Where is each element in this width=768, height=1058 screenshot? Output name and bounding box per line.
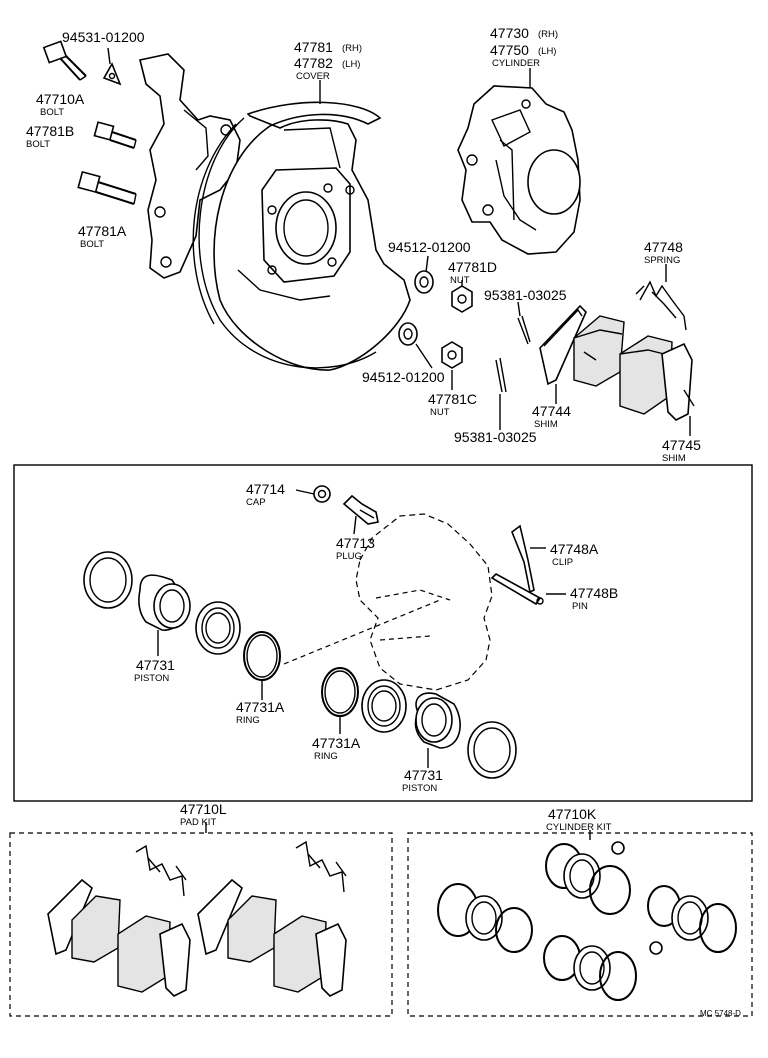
cylinder-assembly-frame [13, 464, 753, 802]
seal-right[interactable] [361, 679, 407, 733]
assembly-axis-line [283, 599, 441, 665]
part-labels: 94531-01200 47710A BOLT 47781B BOLT 4778… [26, 25, 741, 1018]
label-47731A-left: 47731A [236, 699, 285, 715]
label-47750-sub: CYLINDER [492, 58, 540, 69]
label-47731-right: 47731 [404, 767, 443, 783]
label-47745-sub: SHIM [662, 453, 686, 464]
label-47782: 47782 [294, 55, 333, 71]
label-47713-sub: PLUG [336, 551, 362, 562]
pad-kit-frame [9, 832, 393, 1017]
brake-pad-inner[interactable] [573, 315, 625, 387]
cylinder-kit-set[interactable] [437, 841, 737, 1001]
cotter-pin-95381-lower[interactable] [495, 357, 507, 393]
cylinder-kit-frame [407, 832, 753, 1017]
label-47781: 47781 [294, 39, 333, 55]
label-47745: 47745 [662, 437, 701, 453]
label-47714-sub: CAP [246, 497, 266, 508]
label-47781C-sub: NUT [430, 407, 450, 418]
ring-47731A-right[interactable] [321, 667, 359, 717]
label-47731A-left-sub: RING [236, 715, 260, 726]
label-47748: 47748 [644, 239, 683, 255]
label-47782-sub: COVER [296, 71, 330, 82]
piston-47731-left[interactable] [138, 574, 191, 631]
label-47781A: 47781A [78, 223, 127, 239]
cotter-pin-95381-upper[interactable] [517, 315, 531, 345]
label-47748A-sub: CLIP [552, 557, 573, 568]
label-94531-01200: 94531-01200 [62, 29, 145, 45]
washer-94512-01200-upper[interactable] [414, 270, 434, 294]
label-47748-sub: SPRING [644, 255, 680, 266]
bolt-47710A[interactable] [42, 40, 87, 81]
piston-47731-right[interactable] [414, 692, 461, 749]
label-47731-right-sub: PISTON [402, 783, 437, 794]
label-47781B-sub: BOLT [26, 139, 50, 150]
dust-cover-47781[interactable] [192, 101, 411, 371]
label-47748B-sub: PIN [572, 601, 588, 612]
spring-47748[interactable] [635, 280, 687, 331]
washer-94512-01200-lower[interactable] [398, 322, 418, 346]
label-47731-left-sub: PISTON [134, 673, 169, 684]
leaders-middle [157, 489, 566, 768]
pad-kit-set-2[interactable] [197, 840, 347, 997]
label-47730-side: (RH) [538, 29, 558, 40]
pad-kit-set-1[interactable] [47, 844, 191, 997]
label-95381-03025-lower: 95381-03025 [454, 429, 537, 445]
caliper-ghost-outline [355, 513, 493, 691]
nut-47781C[interactable] [441, 341, 463, 369]
seal-left[interactable] [195, 601, 241, 655]
label-47782-side: (LH) [342, 59, 360, 70]
boot-left[interactable] [83, 551, 133, 609]
label-47781D-sub: NUT [450, 275, 470, 286]
label-47744: 47744 [532, 403, 571, 419]
label-47730: 47730 [490, 25, 529, 41]
label-47731-left: 47731 [136, 657, 175, 673]
label-47750: 47750 [490, 42, 529, 58]
label-47781C: 47781C [428, 391, 477, 407]
nut-47781D[interactable] [451, 285, 473, 313]
cap-47714[interactable] [313, 485, 331, 503]
steering-knuckle[interactable] [139, 53, 241, 279]
bolt-47781B[interactable] [93, 121, 137, 149]
ring-47731A-left[interactable] [243, 631, 281, 681]
label-47731A-right-sub: RING [314, 751, 338, 762]
leaders-top [107, 47, 691, 436]
bolt-47781A[interactable] [77, 170, 137, 205]
label-47748A: 47748A [550, 541, 599, 557]
label-47744-sub: SHIM [534, 419, 558, 430]
plug-47713[interactable] [342, 494, 379, 525]
label-47748B: 47748B [570, 585, 618, 601]
label-47710K-sub: CYLINDER KIT [546, 822, 612, 833]
label-47781B: 47781B [26, 123, 74, 139]
label-47710A: 47710A [36, 91, 85, 107]
label-47710K: 47710K [548, 806, 597, 822]
label-47713: 47713 [336, 535, 375, 551]
label-94512-01200-lower: 94512-01200 [362, 369, 445, 385]
label-47710L-sub: PAD KIT [180, 817, 216, 828]
label-47714: 47714 [246, 481, 285, 497]
label-47781D: 47781D [448, 259, 497, 275]
washer-94531-01200[interactable] [102, 62, 122, 86]
label-95381-03025-upper: 95381-03025 [484, 287, 567, 303]
boot-right[interactable] [467, 721, 517, 779]
label-47710L: 47710L [180, 801, 227, 817]
pin-47748B[interactable] [490, 573, 544, 606]
label-47750-side: (LH) [538, 46, 556, 57]
label-47781-side: (RH) [342, 43, 362, 54]
clip-47748A[interactable] [511, 524, 535, 594]
shim-47745[interactable] [661, 342, 695, 421]
label-47710A-sub: BOLT [40, 107, 64, 118]
label-47731A-right: 47731A [312, 735, 361, 751]
diagram-code: MC 5748-D [700, 1009, 741, 1018]
label-47781A-sub: BOLT [80, 239, 104, 250]
cylinder-47730[interactable] [457, 85, 581, 255]
shim-47744[interactable] [539, 304, 587, 386]
label-94512-01200-upper: 94512-01200 [388, 239, 471, 255]
